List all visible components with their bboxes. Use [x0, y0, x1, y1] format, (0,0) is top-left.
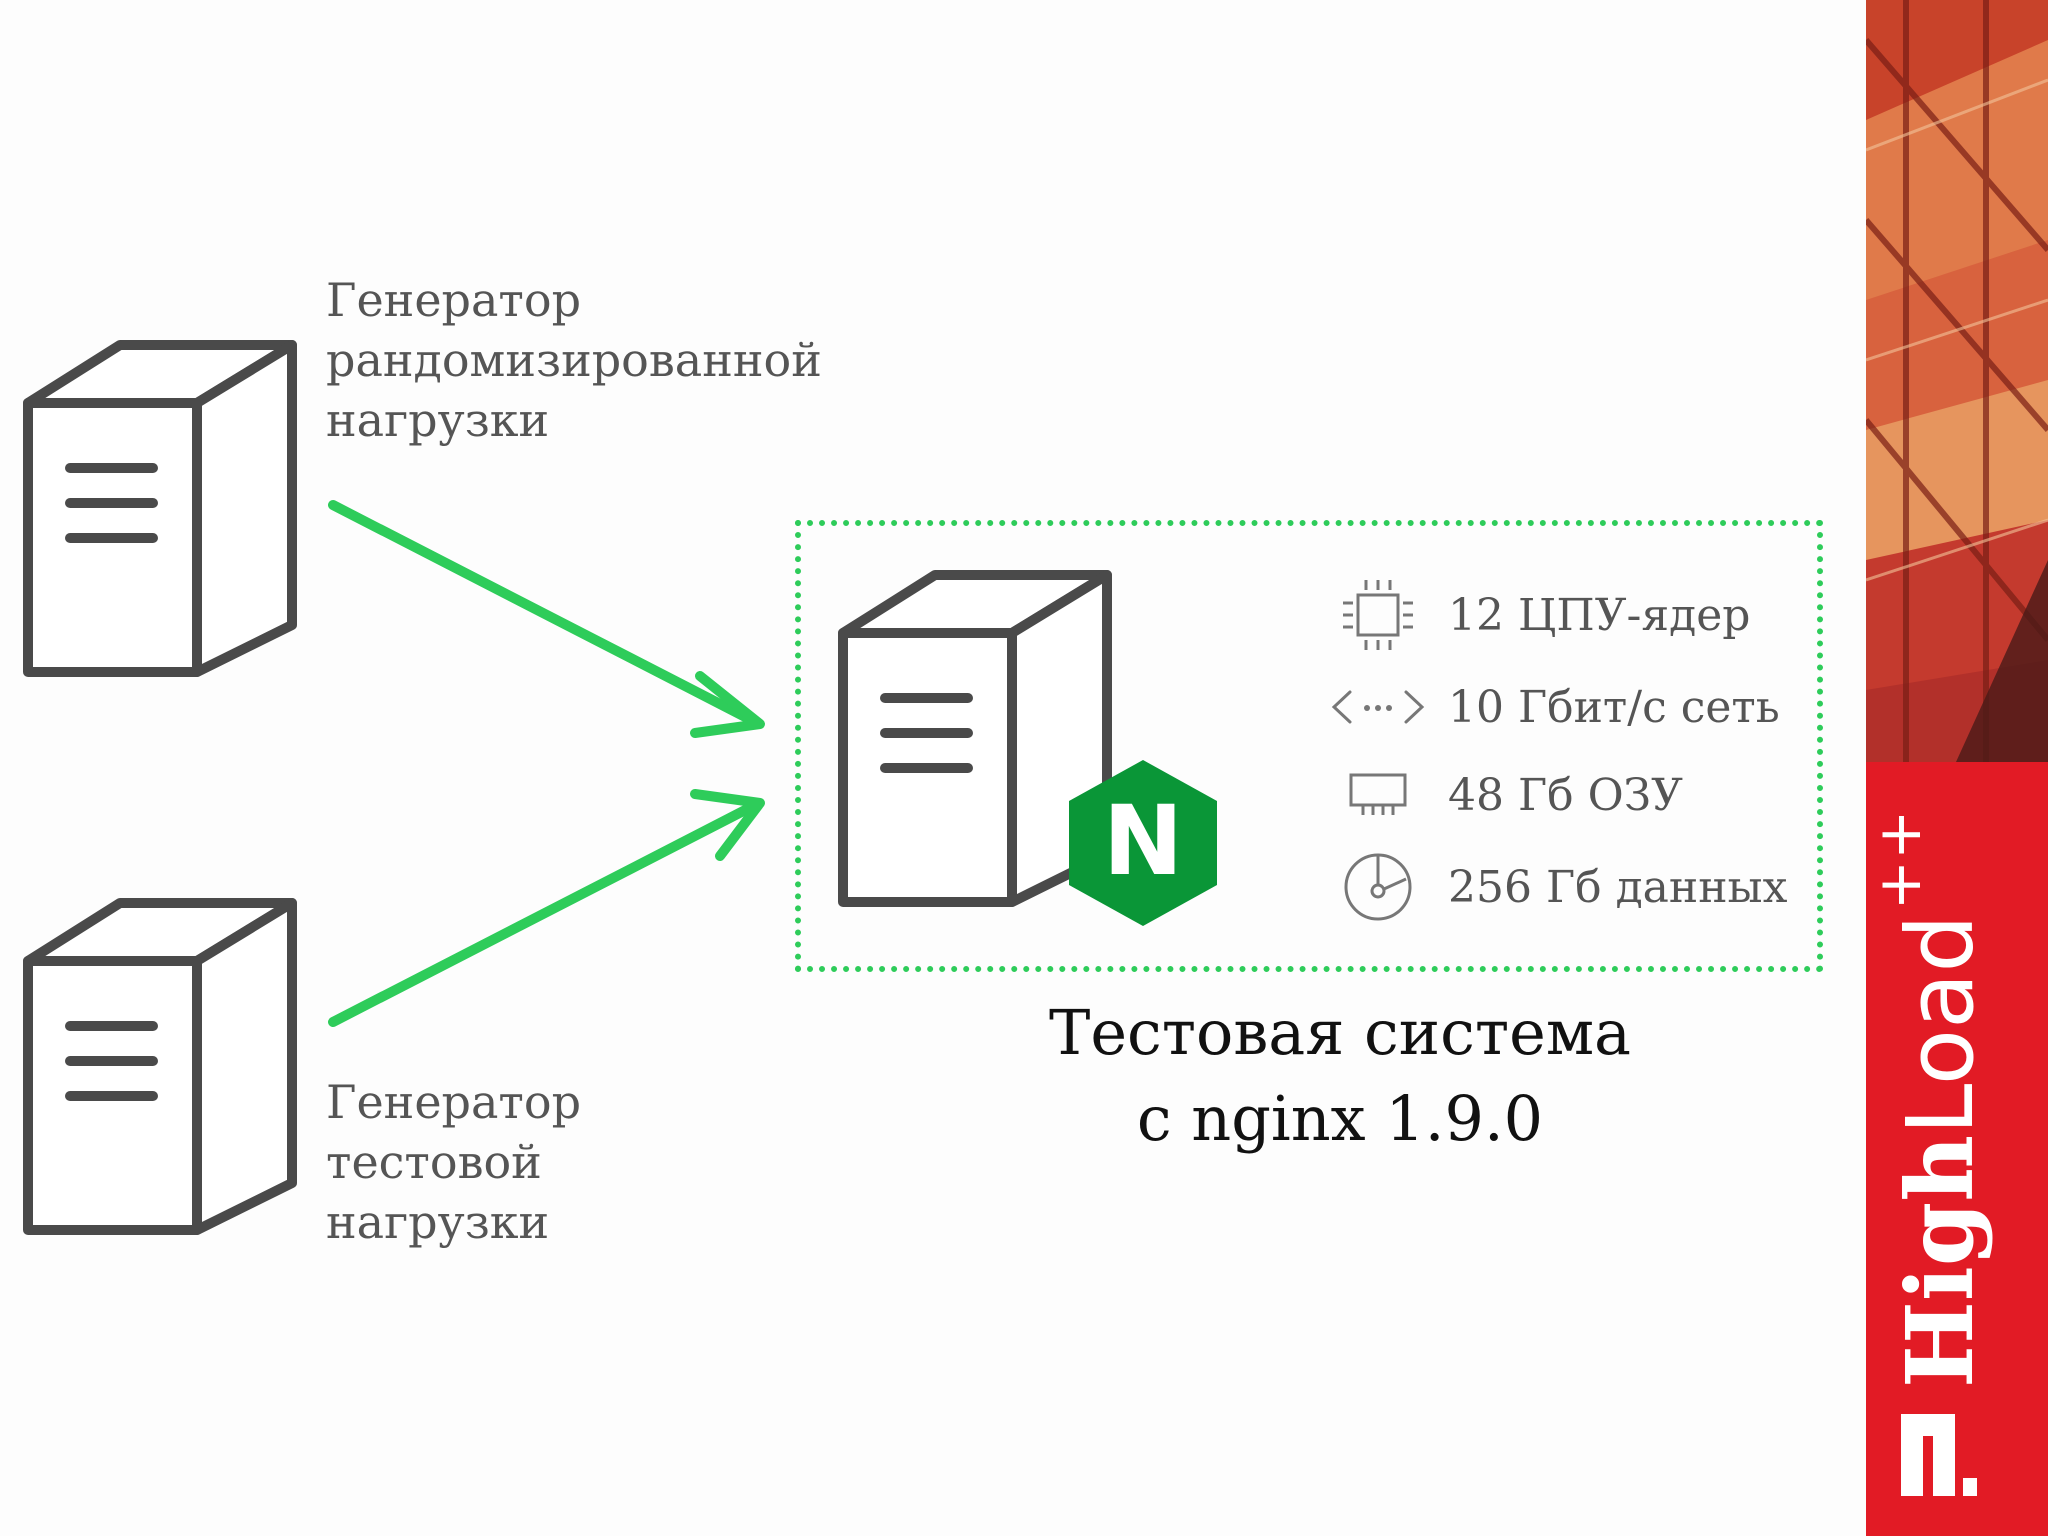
arrow-top — [328, 500, 760, 727]
highload-mark-icon — [1893, 1410, 1987, 1500]
test-system-caption: Тестовая система с nginx 1.9.0 — [1048, 996, 1632, 1155]
nginx-logo-icon: N — [1069, 760, 1217, 926]
brand-red-panel — [1866, 762, 2048, 1536]
server-icon — [23, 340, 297, 677]
test-system-box — [795, 520, 1823, 972]
spec-cpu: 12 ЦПУ-ядер — [1330, 580, 1810, 650]
brand-load-text: Load — [1886, 914, 1994, 1135]
generator-label-test: Генератор тестовой нагрузки — [326, 1075, 582, 1249]
network-icon — [1330, 677, 1426, 737]
brand-sidebar — [1866, 0, 2048, 1536]
generator-label-random: Генератор рандомизированной нагрузки — [326, 273, 822, 447]
brand-plus-text: ++ — [1865, 809, 1935, 911]
cpu-icon — [1330, 580, 1426, 650]
brand-high-text: High — [1886, 1134, 1994, 1388]
spec-network: 10 Гбит/с сеть — [1330, 677, 1810, 737]
spec-disk: 256 Гб данных — [1330, 853, 1810, 921]
arrow-bottom — [328, 800, 760, 1027]
disk-icon — [1330, 853, 1426, 921]
memory-icon — [1330, 765, 1426, 825]
arrow-top-head — [690, 671, 765, 738]
server-icon — [838, 570, 1112, 907]
decorative-pattern — [1866, 0, 2048, 762]
server-icon — [23, 898, 297, 1235]
spec-memory: 48 Гб ОЗУ — [1330, 765, 1810, 825]
nginx-badge-letter: N — [1103, 785, 1183, 897]
arrow-bottom-head — [690, 789, 765, 861]
